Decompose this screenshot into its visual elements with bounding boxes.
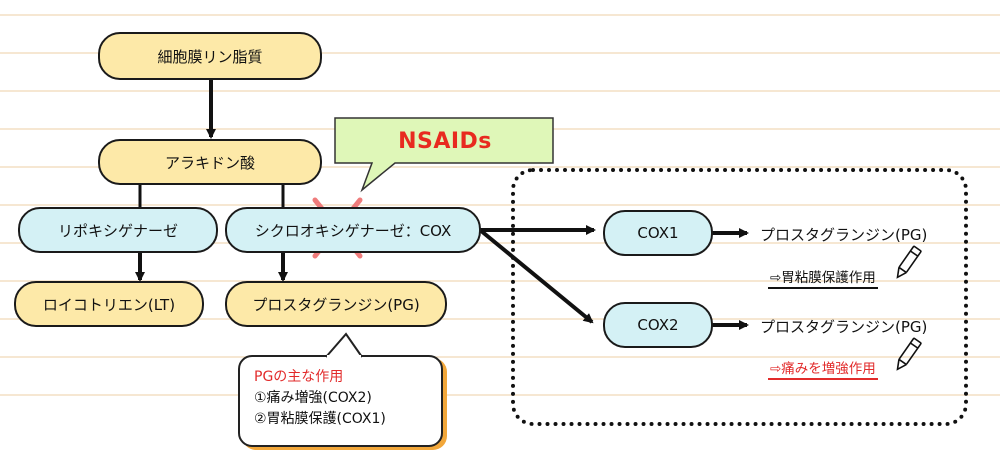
node-leukotriene: ロイコトリエン(LT) — [14, 281, 204, 327]
cox1-prostaglandin-text: プロスタグランジン(PG) — [760, 226, 928, 244]
node-cox1: COX1 — [603, 210, 713, 256]
node-arachidonic-acid: アラキドン酸 — [98, 139, 322, 185]
node-cyclooxygenase: シクロオキシゲナーゼ：COX — [225, 207, 481, 253]
callout-line-pain: ①痛み増強(COX2) — [254, 390, 372, 406]
nsaids-label: NSAIDs — [398, 128, 492, 154]
nsaids-callout-shape — [334, 117, 554, 193]
node-prostaglandin: プロスタグランジン(PG) — [225, 281, 447, 327]
pen-icon — [896, 337, 922, 371]
node-phospholipid: 細胞膜リン脂質 — [98, 32, 322, 80]
cox1-effect-text: ⇨胃粘膜保護作用 — [768, 266, 878, 289]
callout-line-gastric: ②胃粘膜保護(COX1) — [254, 411, 386, 427]
pg-effects-callout: PGの主な作用 ①痛み増強(COX2) ②胃粘膜保護(COX1) — [238, 355, 443, 447]
cox2-prostaglandin-text: プロスタグランジン(PG) — [760, 318, 928, 336]
cox2-effect-text: ⇨痛みを増強作用 — [768, 357, 878, 380]
node-lipoxygenase: リポキシゲナーゼ — [18, 207, 218, 253]
callout-title: PGの主な作用 — [254, 369, 344, 385]
cox-detail-box — [511, 168, 968, 426]
pen-icon — [896, 245, 922, 279]
node-cox2: COX2 — [603, 302, 713, 348]
arrow-cox-to-cox2 — [478, 228, 594, 324]
